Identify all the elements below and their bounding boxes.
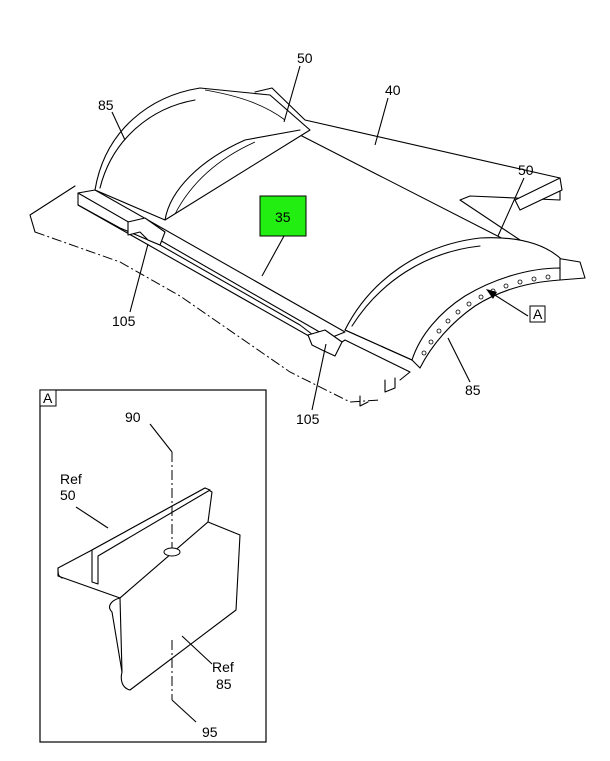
detail-top-edge (57, 567, 63, 579)
callout-105-left: 105 (112, 313, 136, 329)
leader-ref85 (181, 635, 213, 665)
detail-ref85-prefix: Ref (212, 659, 234, 675)
main-assembly (29, 87, 586, 407)
leader-50-top (283, 65, 301, 123)
rivet-hole (445, 318, 451, 324)
detail-label: A (43, 390, 53, 406)
bracket-50-right (514, 177, 563, 211)
floor-outline (29, 185, 76, 233)
fender-right-front (344, 329, 413, 361)
fender-left-front (174, 141, 256, 215)
detail-view-a: A 90 Ref 50 Ref 85 95 (39, 389, 267, 743)
detail-callout-95: 95 (202, 724, 218, 740)
body-panel-40 (254, 87, 586, 281)
rivet-hole (503, 283, 509, 289)
callout-85-right: 85 (465, 382, 481, 398)
leader-90 (149, 423, 173, 453)
leader-lines (111, 65, 529, 411)
fender-left-edge (164, 129, 301, 221)
rivet-hole (436, 328, 442, 334)
detail-flange-lip (91, 487, 211, 585)
leader-85-top (111, 111, 126, 141)
support-foot (384, 377, 396, 393)
fender-left-inner (99, 99, 196, 189)
detail-ref50-num: 50 (60, 487, 76, 503)
leader-50-right (497, 177, 525, 237)
view-ref-box (529, 305, 546, 323)
detail-ref50-prefix: Ref (60, 471, 82, 487)
callout-105-bottom: 105 (296, 411, 320, 427)
leader-view-a (489, 291, 529, 317)
fender-right-inner (351, 245, 481, 327)
clip-105-right (307, 329, 343, 357)
leader-85-right (447, 337, 471, 383)
floor-dash-outline (34, 231, 381, 403)
detail-ref85-num: 85 (216, 676, 232, 692)
detail-hole (163, 547, 181, 557)
callout-labels: 85 50 40 50 35 105 105 85 A (98, 50, 546, 427)
view-ref-label: A (533, 306, 543, 322)
leader-95 (171, 699, 197, 723)
rivet-hole (428, 339, 434, 345)
rivet-hole (531, 276, 537, 282)
fender-right-85 (344, 237, 561, 361)
leader-40 (374, 97, 389, 146)
leader-35 (261, 235, 285, 277)
leader-105-left (129, 243, 149, 313)
arrowhead-view-a (486, 289, 497, 299)
detail-fender-wall (119, 521, 241, 691)
rivet-hole (421, 350, 427, 356)
rivet-hole (478, 294, 484, 300)
highlight-box-35 (259, 195, 307, 237)
callout-40: 40 (385, 82, 401, 98)
detail-wall-fold (109, 597, 123, 673)
callout-50-top: 50 (297, 50, 313, 66)
clip-105-left (127, 217, 166, 246)
detail-label-box (39, 389, 57, 407)
fender-right-flange (411, 267, 561, 369)
rivet-hole (466, 301, 472, 307)
rivet-hole (545, 274, 551, 280)
leader-ref50 (75, 506, 109, 529)
callout-50-right: 50 (518, 162, 534, 178)
support-foot (359, 395, 369, 407)
rivet-hole (517, 279, 523, 285)
fender-left-ridge (204, 89, 286, 121)
detail-callout-90: 90 (125, 409, 141, 425)
fender-left-85 (94, 87, 311, 221)
callout-85-top: 85 (98, 97, 114, 113)
rivet-hole (455, 309, 461, 315)
leader-105-bottom (311, 343, 327, 411)
callout-35: 35 (275, 209, 291, 225)
